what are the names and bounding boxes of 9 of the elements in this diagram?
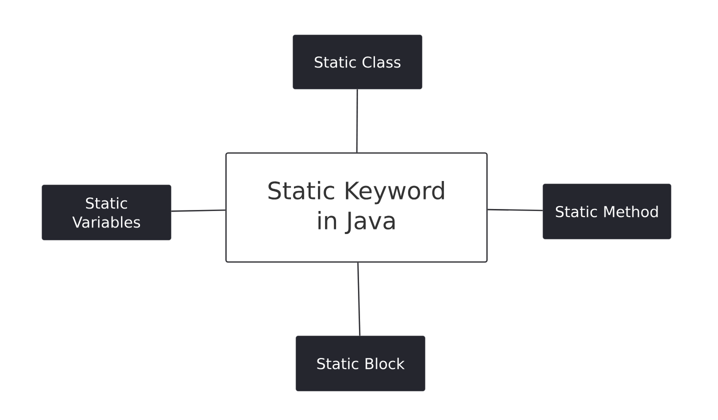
central-box: Static Keyword in Java bbox=[225, 152, 488, 263]
connector-line bbox=[171, 209, 226, 212]
connector-line bbox=[488, 208, 543, 212]
connector-line bbox=[357, 262, 360, 336]
connector-line bbox=[356, 89, 358, 152]
topic-box: Static Method bbox=[542, 184, 672, 240]
topic-box: Static Class bbox=[292, 34, 422, 90]
topic-box: Static Variables bbox=[42, 184, 172, 240]
topic-box: Static Block bbox=[296, 336, 426, 392]
